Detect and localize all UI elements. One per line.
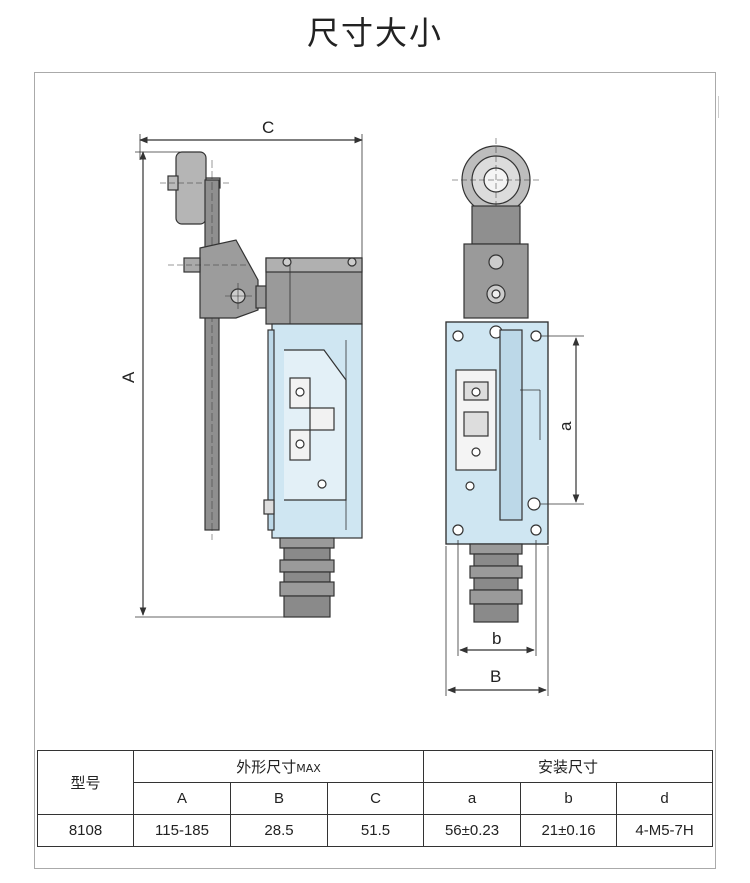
model-header: 型号 — [37, 750, 134, 815]
edge-mark — [718, 96, 719, 118]
table-cell: 51.5 — [326, 814, 425, 847]
table-cell: 115-185 — [133, 814, 231, 847]
lever-hub — [199, 239, 259, 319]
technical-drawing: C A a b B — [119, 118, 584, 696]
front-view — [445, 138, 584, 696]
outer-size-header-text: 外形尺寸 — [236, 758, 297, 776]
dimension-a-small-label: a — [556, 421, 575, 431]
table-subheader-row: A B C a b d — [38, 782, 714, 815]
outer-size-header-suffix: MAX — [296, 762, 321, 775]
table-cell: 21±0.16 — [520, 814, 618, 847]
cable-gland — [279, 537, 335, 549]
outer-size-header: 外形尺寸MAX — [132, 750, 425, 783]
model-cell: 8108 — [37, 814, 134, 847]
dimension-a-label: A — [119, 371, 138, 383]
side-view — [135, 134, 363, 618]
front-gland — [469, 543, 523, 555]
table-cell: 28.5 — [230, 814, 328, 847]
column-header: a — [423, 782, 522, 815]
dimension-b-label: B — [490, 667, 501, 686]
drawing-frame — [34, 72, 716, 869]
table-cell: 56±0.23 — [423, 814, 522, 847]
column-header: d — [616, 782, 714, 815]
roller — [175, 151, 207, 225]
table-row: 8108 115-185 28.5 51.5 56±0.23 21±0.16 4… — [37, 814, 714, 847]
table-cell: 4-M5-7H — [616, 814, 714, 847]
column-header: C — [326, 782, 425, 815]
spec-table: 型号 外形尺寸MAX 安装尺寸 A B C a b d 8108 115-185… — [37, 750, 714, 847]
dimension-c-label: C — [262, 118, 274, 137]
column-header: A — [133, 782, 231, 815]
column-header: b — [520, 782, 618, 815]
install-size-header: 安装尺寸 — [423, 750, 714, 783]
column-header: B — [230, 782, 328, 815]
dimension-b-small-label: b — [492, 629, 501, 648]
page-title: 尺寸大小 — [306, 14, 443, 52]
table-header-row: 型号 外形尺寸MAX 安装尺寸 — [37, 750, 714, 815]
